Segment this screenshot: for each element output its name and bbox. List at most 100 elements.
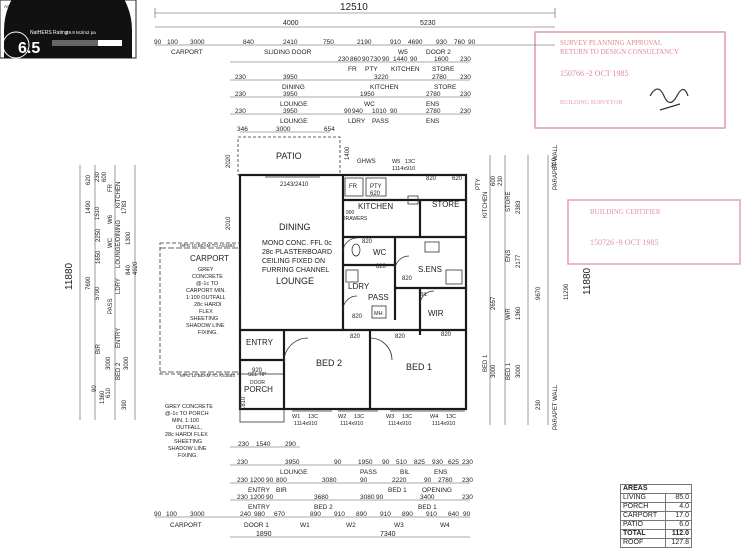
dim-text: 230 (536, 399, 542, 410)
right-dimension-block: 11880 PARAPET WALL PTY KITCHEN STORE ENS… (476, 144, 593, 430)
area-value: 127.8 (665, 538, 692, 548)
dim-text: 1650 (96, 250, 102, 264)
stamp-date: 150726 -9 OCT 1985 (590, 238, 659, 247)
room-bed-1: BED 1 (406, 362, 432, 372)
dim-label: PTY (476, 178, 482, 190)
dim-text: 90 (468, 39, 476, 46)
dim-text: 100 (166, 511, 177, 518)
dim-text: 90 (334, 459, 342, 466)
shower-fixture (445, 269, 463, 285)
pantry-fixture (365, 177, 387, 197)
dim-text: 890 (356, 511, 367, 518)
dim-text: 810 (552, 157, 558, 168)
dim-text: 2780 (438, 477, 453, 484)
dim-label: W5 (398, 49, 408, 56)
dim-text: 940 (352, 108, 363, 115)
dim-text: 9670 (536, 286, 542, 300)
building-walls (159, 136, 468, 423)
stamp-text: BUILDING CERTIFIER (590, 208, 661, 216)
overall-width-dimension: 12510 (154, 2, 556, 18)
area-value: 4.0 (665, 502, 692, 512)
door-swing (419, 290, 435, 306)
room-patio: PATIO (276, 151, 302, 161)
porch-note-line: SHADOW LINE (168, 446, 207, 452)
window-w2-label: W2 (338, 414, 346, 420)
dim-text: 1783 (122, 200, 128, 214)
dim-text: 2250 (96, 228, 102, 242)
dim-label: PARAPET WALL (553, 384, 559, 430)
window-w2-spec: 13C (354, 414, 364, 420)
dim-text: 3000 (124, 356, 130, 370)
dim-label: WC (364, 101, 375, 108)
porch-note-line: MIN. 1:100 (172, 418, 199, 424)
dim-text: 230 (462, 459, 473, 466)
porch-note-line: SHEETING (174, 439, 202, 445)
dim-text: 910 (334, 511, 345, 518)
dim-label: STORE (434, 84, 457, 91)
dim-text: 1510 (95, 206, 101, 220)
dim-label: PASS (360, 469, 378, 476)
dim-text: 230 (460, 56, 471, 63)
carport-note-line: SHADOW LINE (186, 323, 225, 329)
window-w4-label: W4 (430, 414, 438, 420)
carport-note-line: @-1c TO (196, 281, 219, 287)
dim-text: 230 (237, 494, 248, 501)
dim-text: 230 (235, 74, 246, 81)
carport-note-line: FIXING. (198, 330, 218, 336)
inner-dim: 820 (395, 334, 406, 340)
window-w2-size: 1114x910 (340, 421, 363, 427)
door-swing (342, 237, 358, 253)
dim-text: 510 (396, 459, 407, 466)
cooktop-fixture (407, 195, 419, 205)
dim-text: 5790 (95, 286, 101, 300)
dim-text: 90 (390, 108, 398, 115)
dim-text: 2220 (392, 477, 407, 484)
dim-label: LOUNGE/DINING (116, 220, 122, 268)
room-lounge: LOUNGE (276, 276, 314, 286)
dim-text: 230 (237, 459, 248, 466)
dim-text: 3950 (285, 459, 300, 466)
dim-label: ENS (434, 469, 448, 476)
inner-dim: 620 (370, 191, 381, 197)
dim-text: 230 (462, 494, 473, 501)
dim-text: 346 (237, 126, 248, 133)
fridge-fixture (344, 177, 364, 197)
slab-note-line: 28c PLASTERBOARD (262, 249, 332, 256)
dim-label: BED 1 (483, 354, 489, 372)
dim-text: 230 (460, 108, 471, 115)
dim-label: BED 2 (314, 504, 333, 511)
room-bed-2: BED 2 (316, 358, 342, 368)
dim-text: 670 (274, 511, 285, 518)
dim-text: 3950 (283, 91, 298, 98)
carport-note-line: 28c HARDI (194, 302, 222, 308)
dim-label: CARPORT (171, 49, 203, 56)
dim-text: 230 (338, 56, 349, 63)
room-pass: PASS (368, 293, 389, 302)
dim-text: 760 (454, 39, 465, 46)
dim-text: 230 (235, 91, 246, 98)
dim-text: 3000 (516, 364, 522, 378)
dim-text: 230 (95, 171, 101, 182)
dim-text: 3950 (283, 74, 298, 81)
dim-label: SLIDING DOOR (264, 49, 312, 56)
dim-label: OPENING (422, 487, 452, 494)
dim-label: ENTRY (116, 328, 122, 348)
dim-text: 1540 (256, 441, 271, 448)
room-wir: WIR (428, 309, 444, 318)
window-w1-size: 1114x910 (294, 421, 317, 427)
dim-text: 5230 (420, 20, 436, 27)
dim-text: 2657 (491, 296, 497, 310)
dim-text: 890 (402, 511, 413, 518)
dim-text: 910 (426, 511, 437, 518)
dim-text: 90 (154, 39, 162, 46)
dim-label: W6 (108, 214, 114, 224)
dim-label: W3 (394, 522, 404, 529)
dim-text: 90 (360, 477, 368, 484)
overall-depth-left: 11880 (64, 262, 75, 290)
inner-dim: 820 (362, 239, 373, 245)
dim-label: ENS (426, 118, 440, 125)
door-swing (394, 255, 410, 271)
dim-label: BED 2 (116, 362, 122, 380)
dim-text: 654 (324, 126, 335, 133)
